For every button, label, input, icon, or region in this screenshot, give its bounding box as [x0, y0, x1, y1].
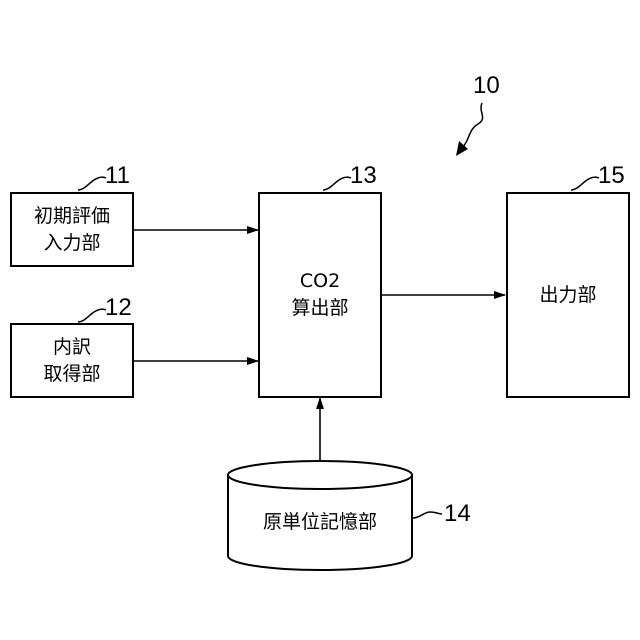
leader-14: [413, 512, 442, 518]
leader-12: [78, 309, 106, 322]
leader-15: [571, 177, 599, 190]
leader-13: [323, 177, 351, 190]
block-initial-evaluation-input: 初期評価 入力部: [10, 192, 134, 267]
block-12-line-1: 内訳: [53, 334, 91, 361]
block-13-line-1: CO2: [300, 268, 340, 295]
block-14-line-1: 原単位記憶部: [263, 507, 377, 534]
ref-numeral-15: 15: [598, 162, 625, 190]
leader-11: [78, 177, 106, 190]
block-11-line-1: 初期評価: [34, 203, 110, 230]
block-co2-calculation: CO2 算出部: [258, 192, 382, 398]
ref-numeral-10: 10: [473, 72, 500, 100]
block-15-line-1: 出力部: [539, 282, 596, 309]
ref-numeral-12: 12: [105, 294, 132, 322]
leader-10: [462, 103, 483, 148]
block-11-line-2: 入力部: [43, 230, 100, 257]
block-13-line-2: 算出部: [291, 295, 348, 322]
block-unit-storage-label: 原単位記憶部: [228, 500, 412, 540]
block-12-line-2: 取得部: [43, 361, 100, 388]
block-breakdown-acquisition: 内訳 取得部: [10, 323, 134, 398]
block-output: 出力部: [506, 192, 630, 398]
ref-numeral-11: 11: [105, 162, 130, 190]
ref-numeral-14: 14: [444, 500, 471, 528]
ref-numeral-13: 13: [350, 162, 377, 190]
